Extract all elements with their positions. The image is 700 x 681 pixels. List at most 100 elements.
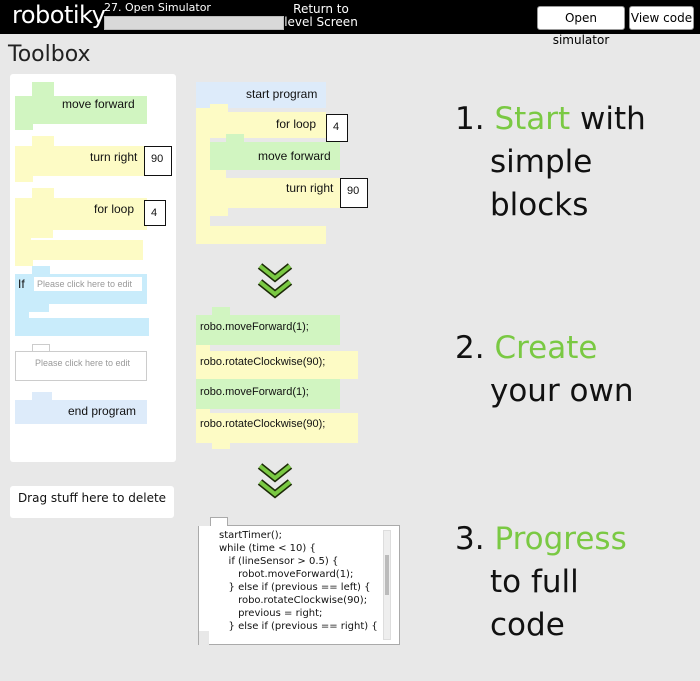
code-scrollbar[interactable] (383, 530, 391, 640)
code-block-label: robo.moveForward(1); (200, 321, 309, 333)
code-block-notch (210, 517, 228, 526)
block-label: for loop (94, 202, 135, 216)
code-lines: startTimer(); while (time < 10) { if (li… (219, 529, 378, 633)
code-block[interactable] (196, 413, 358, 443)
step-2-accent: Create (494, 330, 598, 366)
step-2-number: 2. (455, 330, 485, 366)
code-block-label: robo.moveForward(1); (200, 386, 309, 398)
turn-bottom-tab (210, 208, 228, 216)
code-block-bottom-gap (199, 631, 209, 645)
for-loop-block[interactable] (196, 112, 326, 138)
start-program-label: start program (246, 87, 318, 101)
code-block-label: robo.rotateClockwise(90); (200, 356, 326, 368)
block-tab (196, 345, 210, 351)
block-label: move forward (62, 97, 135, 111)
block-tab (15, 176, 33, 182)
code-line: startTimer(); (219, 530, 283, 541)
move-forward-label: move forward (258, 149, 331, 163)
level-progress-bar (104, 16, 284, 30)
turn-right-value-input[interactable]: 90 (144, 146, 172, 176)
code-line: } else if (previous == left) { (219, 582, 371, 593)
move-notch (226, 134, 244, 142)
loop-notch (210, 104, 228, 112)
block-notch (32, 188, 54, 198)
chevron-down-icon (257, 263, 293, 299)
step-3-line-1: 3. Progress (455, 518, 627, 561)
code-block-input[interactable]: Please click here to edit (35, 358, 131, 368)
block-label: turn right (90, 150, 138, 164)
top-bar: robotiky 27. Open Simulator Return to le… (0, 0, 700, 47)
turn-right-label: turn right (286, 181, 334, 195)
code-line: robot.moveForward(1); (219, 569, 354, 580)
step-2-text: 2. Create your own (455, 327, 634, 413)
block-body (15, 96, 147, 124)
code-block-label: robo.rotateClockwise(90); (200, 418, 326, 430)
step-3-number: 3. (455, 521, 485, 557)
start-program-block[interactable] (196, 82, 326, 108)
step-3-text: 3. Progress to full code (455, 518, 627, 647)
chevron-down-icon (257, 463, 293, 499)
for-loop-value-input[interactable]: 4 (326, 114, 348, 142)
block-notch (32, 266, 50, 276)
block-notch (32, 344, 50, 352)
step-1-text-b: simple (490, 144, 593, 180)
block-tab (15, 260, 33, 266)
step-1-text: 1. Start with simple blocks (455, 98, 646, 227)
block-label: end program (68, 404, 137, 418)
block-foot (15, 240, 143, 260)
turn-right-block[interactable] (210, 178, 340, 208)
loop-foot (196, 226, 326, 244)
block-inner-tab (29, 304, 49, 312)
turn-right-value-input[interactable]: 90 (340, 178, 368, 208)
full-code-editor[interactable]: startTimer(); while (time < 10) { if (li… (198, 525, 400, 645)
for-loop-value-input[interactable]: 4 (144, 200, 166, 226)
code-block[interactable] (196, 351, 358, 379)
step-1-accent: Start (494, 101, 571, 137)
block-body (15, 198, 147, 230)
block-notch (32, 82, 54, 96)
turn-tab (210, 170, 226, 178)
block-tab (212, 443, 230, 449)
block-body (15, 400, 147, 424)
step-2-text-a: your own (490, 373, 634, 409)
block-notch (32, 136, 54, 146)
block-notch (32, 392, 52, 400)
code-block[interactable] (196, 315, 340, 345)
code-line: previous = right; (219, 608, 323, 619)
code-block[interactable] (196, 379, 340, 409)
code-line: if (lineSensor > 0.5) { (219, 556, 339, 567)
step-1-text-c: blocks (490, 187, 589, 223)
if-label: If (18, 277, 25, 291)
for-loop-label: for loop (276, 117, 317, 131)
block-body (15, 351, 147, 381)
level-title: 27. Open Simulator (104, 1, 211, 14)
step-1-text-a: with (570, 101, 646, 137)
step-3-text-b: code (490, 607, 565, 643)
code-block-notch-gap (198, 519, 210, 526)
toolbox-title: Toolbox (8, 42, 91, 67)
step-3-accent: Progress (494, 521, 627, 557)
code-line: } else if (previous == right) { (219, 621, 378, 632)
code-line: robo.rotateClockwise(90); (219, 595, 368, 606)
block-notch (212, 307, 230, 315)
code-scrollbar-thumb[interactable] (385, 555, 389, 595)
view-code-button[interactable]: View code (629, 6, 694, 30)
step-3-text-a: to full (490, 564, 579, 600)
step-1-number: 1. (455, 101, 485, 137)
return-to-level-link[interactable]: Return to level Screen (284, 2, 358, 29)
open-simulator-button[interactable]: Open simulator (537, 6, 625, 47)
block-foot (15, 318, 149, 336)
block-tab (196, 409, 210, 415)
logo: robotiky (12, 1, 106, 29)
code-line: while (time < 10) { (219, 543, 316, 554)
block-inner-tab (31, 230, 53, 238)
delete-drop-zone[interactable]: Drag stuff here to delete (10, 486, 174, 518)
if-condition-input[interactable]: Please click here to edit (34, 277, 142, 291)
block-tab (15, 124, 33, 130)
toolbox-panel: move forward turn right 90 for loop 4 If… (10, 74, 176, 462)
move-forward-block[interactable] (210, 142, 340, 170)
loop-arm (196, 138, 210, 234)
step-1-line-1: 1. Start with (455, 98, 646, 141)
step-2-line-1: 2. Create (455, 327, 634, 370)
block-body (15, 146, 147, 176)
